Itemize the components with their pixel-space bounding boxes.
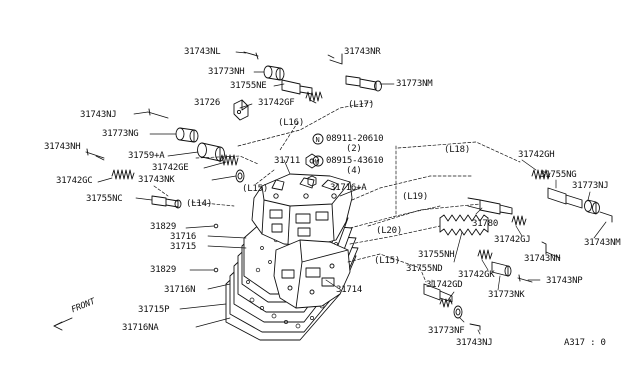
plug-31773NJ — [584, 199, 600, 215]
spring-31742GJ — [511, 215, 527, 226]
label-qty-2: (2) — [346, 144, 362, 154]
label-qty-4: (4) — [346, 166, 362, 176]
label-31711: 31711 — [274, 156, 301, 166]
label-31759A: 31759+A — [128, 151, 165, 161]
label-31742GC: 31742GC — [56, 176, 93, 186]
bolt-08915 — [307, 175, 317, 187]
reference-code: A317 : 0 — [564, 338, 606, 348]
label-31743NL: 31743NL — [184, 47, 221, 57]
valve-31773NM — [345, 75, 382, 92]
pin-31743NL — [243, 51, 259, 60]
w-marker-circle — [312, 155, 324, 167]
label-31742GJ: 31742GJ — [494, 235, 531, 245]
pin-31743NJ-top — [147, 108, 169, 119]
n-marker-letter: N — [316, 136, 320, 144]
plug-31773NF — [453, 305, 463, 319]
label-31726: 31726 — [194, 98, 221, 108]
front-arrow-icon — [53, 317, 73, 331]
spring-31742GD — [439, 298, 453, 308]
label-L20: (L20) — [376, 226, 403, 236]
label-31743NK: 31743NK — [138, 175, 175, 185]
dashed-routing-lines — [153, 101, 521, 283]
label-L15-lower: (L15) — [374, 256, 401, 266]
spring-31755NH — [439, 214, 489, 236]
spring-31742GC — [111, 169, 135, 180]
label-08911-20610: 08911-20610 — [326, 134, 384, 144]
label-31715P: 31715P — [138, 305, 170, 315]
label-L18: (L18) — [444, 145, 471, 155]
label-31743NJ-top: 31743NJ — [80, 110, 117, 120]
pin-31743NJ-bottom — [469, 323, 481, 331]
label-31743NM: 31743NM — [584, 238, 621, 248]
label-31742GK: 31742GK — [458, 270, 495, 280]
valve-31780 — [467, 197, 513, 215]
label-31716: 31716 — [170, 232, 197, 242]
label-31743NH: 31743NH — [44, 142, 81, 152]
label-31773NJ-right: 31773NJ — [572, 181, 609, 191]
label-L14: (L14) — [186, 199, 213, 209]
label-31714: 31714 — [336, 285, 363, 295]
label-31755NC: 31755NC — [86, 194, 123, 204]
upper-valve-body — [251, 173, 353, 247]
valve-31773NG — [175, 127, 199, 143]
label-L16: (L16) — [278, 118, 305, 128]
plug-31773NH — [263, 65, 285, 81]
label-31716A: 31716+A — [330, 183, 367, 193]
label-31773NM: 31773NM — [396, 79, 433, 89]
label-L17: (L17) — [348, 100, 375, 110]
label-L19: (L19) — [402, 192, 429, 202]
plug-31759A — [197, 142, 225, 162]
valve-31755NE — [281, 79, 313, 95]
pin-31743NP — [517, 274, 533, 283]
label-31716NA: 31716NA — [122, 323, 159, 333]
spring-31742GH — [531, 169, 551, 180]
label-31742GD: 31742GD — [426, 280, 463, 290]
label-31755ND: 31755ND — [406, 264, 443, 274]
retainer-31743NK — [235, 169, 245, 183]
label-31773NG: 31773NG — [102, 129, 139, 139]
label-31755NG: 31755NG — [540, 170, 577, 180]
label-31716N: 31716N — [164, 285, 196, 295]
bolt-08911 — [305, 153, 319, 169]
pin-31743NR — [329, 53, 343, 65]
label-L15-upper: (L15) — [242, 184, 269, 194]
label-31743NR: 31743NR — [344, 47, 381, 57]
label-31780: 31780 — [472, 219, 499, 229]
pin-31743NM — [599, 211, 613, 223]
spring-31742GK — [477, 249, 493, 260]
label-31742GH: 31742GH — [518, 150, 555, 160]
label-31755NH: 31755NH — [418, 250, 455, 260]
label-31773NH: 31773NH — [208, 67, 245, 77]
pin-31743NH — [85, 148, 105, 159]
pin-31743NN — [541, 241, 547, 255]
w-marker-letter: W — [315, 158, 320, 166]
solenoid-31726 — [233, 99, 249, 121]
label-31773NF: 31773NF — [428, 326, 465, 336]
label-08915-43610: 08915-43610 — [326, 156, 384, 166]
valve-31773NK — [491, 261, 512, 277]
n-marker-circle — [312, 133, 324, 145]
spring-31742GE — [219, 154, 239, 166]
label-31755NE: 31755NE — [230, 81, 267, 91]
label-31743NJ-bottom: 31743NJ — [456, 338, 493, 348]
label-31742GF: 31742GF — [258, 98, 295, 108]
check-ball-lower — [213, 267, 219, 273]
label-31829-upper: 31829 — [150, 222, 177, 232]
lower-valve-body — [273, 239, 351, 309]
label-31773NK: 31773NK — [488, 290, 525, 300]
label-31743NN: 31743NN — [524, 254, 561, 264]
valve-31755NG — [547, 187, 583, 209]
label-31742GE: 31742GE — [152, 163, 189, 173]
leader-lines — [95, 51, 607, 335]
check-ball-upper — [213, 223, 219, 229]
spring-31742GF — [305, 91, 323, 102]
valve-31755NC — [151, 195, 182, 209]
label-31743NP: 31743NP — [546, 276, 583, 286]
label-31715: 31715 — [170, 242, 197, 252]
label-31829-lower: 31829 — [150, 265, 177, 275]
